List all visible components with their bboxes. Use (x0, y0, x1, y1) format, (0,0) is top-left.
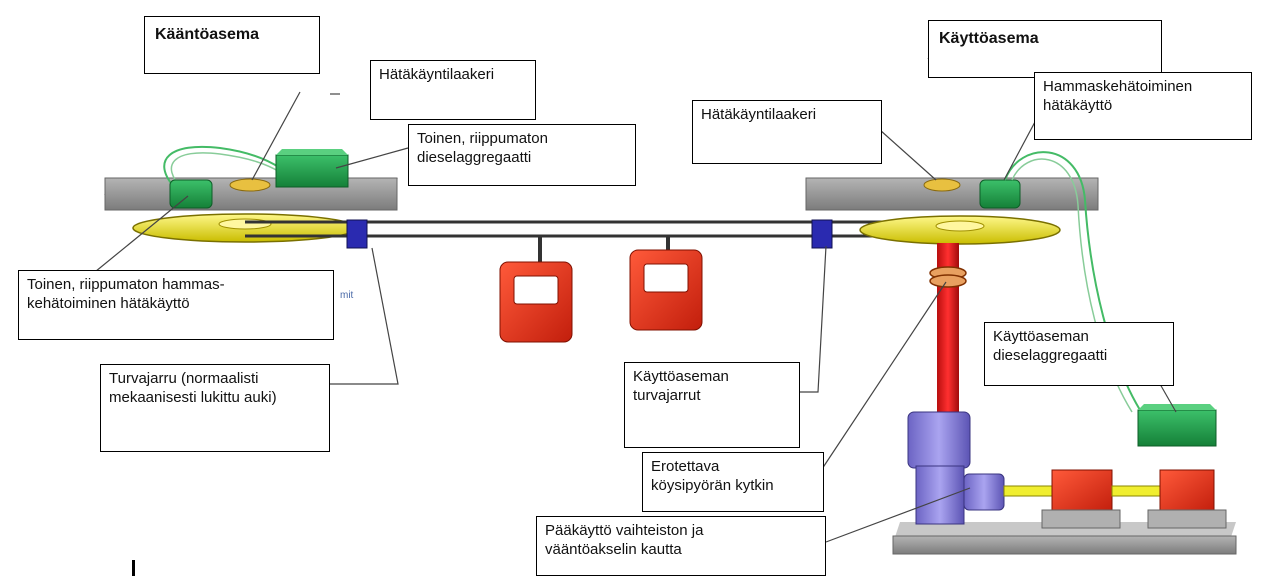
right-diesel-generator (1137, 409, 1217, 447)
leader-emergency-bearing-right (879, 129, 937, 181)
left-safety-brake (346, 219, 368, 249)
emergency-bearing-right-label: Hätäkäyntilaakeri (692, 100, 882, 164)
left-emergency-bearing (229, 178, 271, 192)
leader-drive-brakes (800, 245, 827, 393)
gearbox-upper (907, 411, 971, 469)
left-gear-drive (169, 179, 213, 209)
left-diesel-generator (275, 154, 349, 188)
right-gear-drive (979, 179, 1021, 209)
motor-1 (1051, 469, 1113, 513)
left-diesel-top (276, 149, 348, 155)
safety-brake-label: Turvajarru (normaalisti mekaanisesti luk… (100, 364, 330, 452)
second-diesel-label: Toinen, riippumaton dieselaggregaatti (408, 124, 636, 186)
cabin-2 (629, 236, 703, 331)
motor-1-base (1041, 509, 1121, 529)
gear-emergency-drive-label: Hammaskehätoiminen hätäkäyttö (1034, 72, 1252, 140)
left-diesel-cables (163, 145, 281, 189)
cabin-1 (499, 236, 573, 343)
motor-2 (1159, 469, 1215, 513)
base-plate (892, 535, 1237, 555)
separable-clutch-label: Erotettava köysipyörän kytkin (642, 452, 824, 512)
cabin-1-window (513, 275, 559, 305)
leader-main-drive (825, 487, 971, 543)
leader-drive-diesel (1159, 383, 1177, 413)
leader-gear-drive-right (1003, 119, 1037, 181)
right-diesel-top (1138, 404, 1216, 410)
gearbox-lower (915, 465, 965, 525)
gearbox-input (963, 473, 1005, 511)
leader-gear-drive-left (89, 195, 189, 277)
right-safety-brake (811, 219, 833, 249)
leader-clutch (819, 281, 947, 473)
leader-emergency-bearing-left (251, 91, 301, 181)
emergency-bearing-left-label: Hätäkäyntilaakeri (370, 60, 536, 120)
motor-2-base (1147, 509, 1227, 529)
clutch-2 (929, 274, 967, 288)
main-drive-label: Pääkäyttö vaihteiston ja vääntöakselin k… (536, 516, 826, 576)
drive-station-brakes-label: Käyttöaseman turvajarrut (624, 362, 800, 448)
torque-shaft-2 (1111, 485, 1161, 497)
right-sheave-hub (935, 220, 985, 232)
leader-second-diesel (335, 147, 409, 169)
cabin-2-window (643, 263, 689, 293)
drive-station-diesel-label: Käyttöaseman dieselaggregaatti (984, 322, 1174, 386)
second-gear-emergency-drive-label: Toinen, riippumaton hammas- kehätoiminen… (18, 270, 334, 340)
drive-station-label: Käyttöasema (928, 20, 1162, 78)
stray-text: mit (340, 290, 354, 301)
left-diesel-cables-2 (170, 152, 281, 189)
right-emergency-bearing (923, 178, 961, 192)
torque-shaft (1003, 485, 1057, 497)
cursor-mark (132, 560, 135, 576)
turning-station-label: Kääntöasema (144, 16, 320, 74)
leader-safety-brake (330, 247, 399, 385)
leader-lines (89, 57, 1177, 543)
